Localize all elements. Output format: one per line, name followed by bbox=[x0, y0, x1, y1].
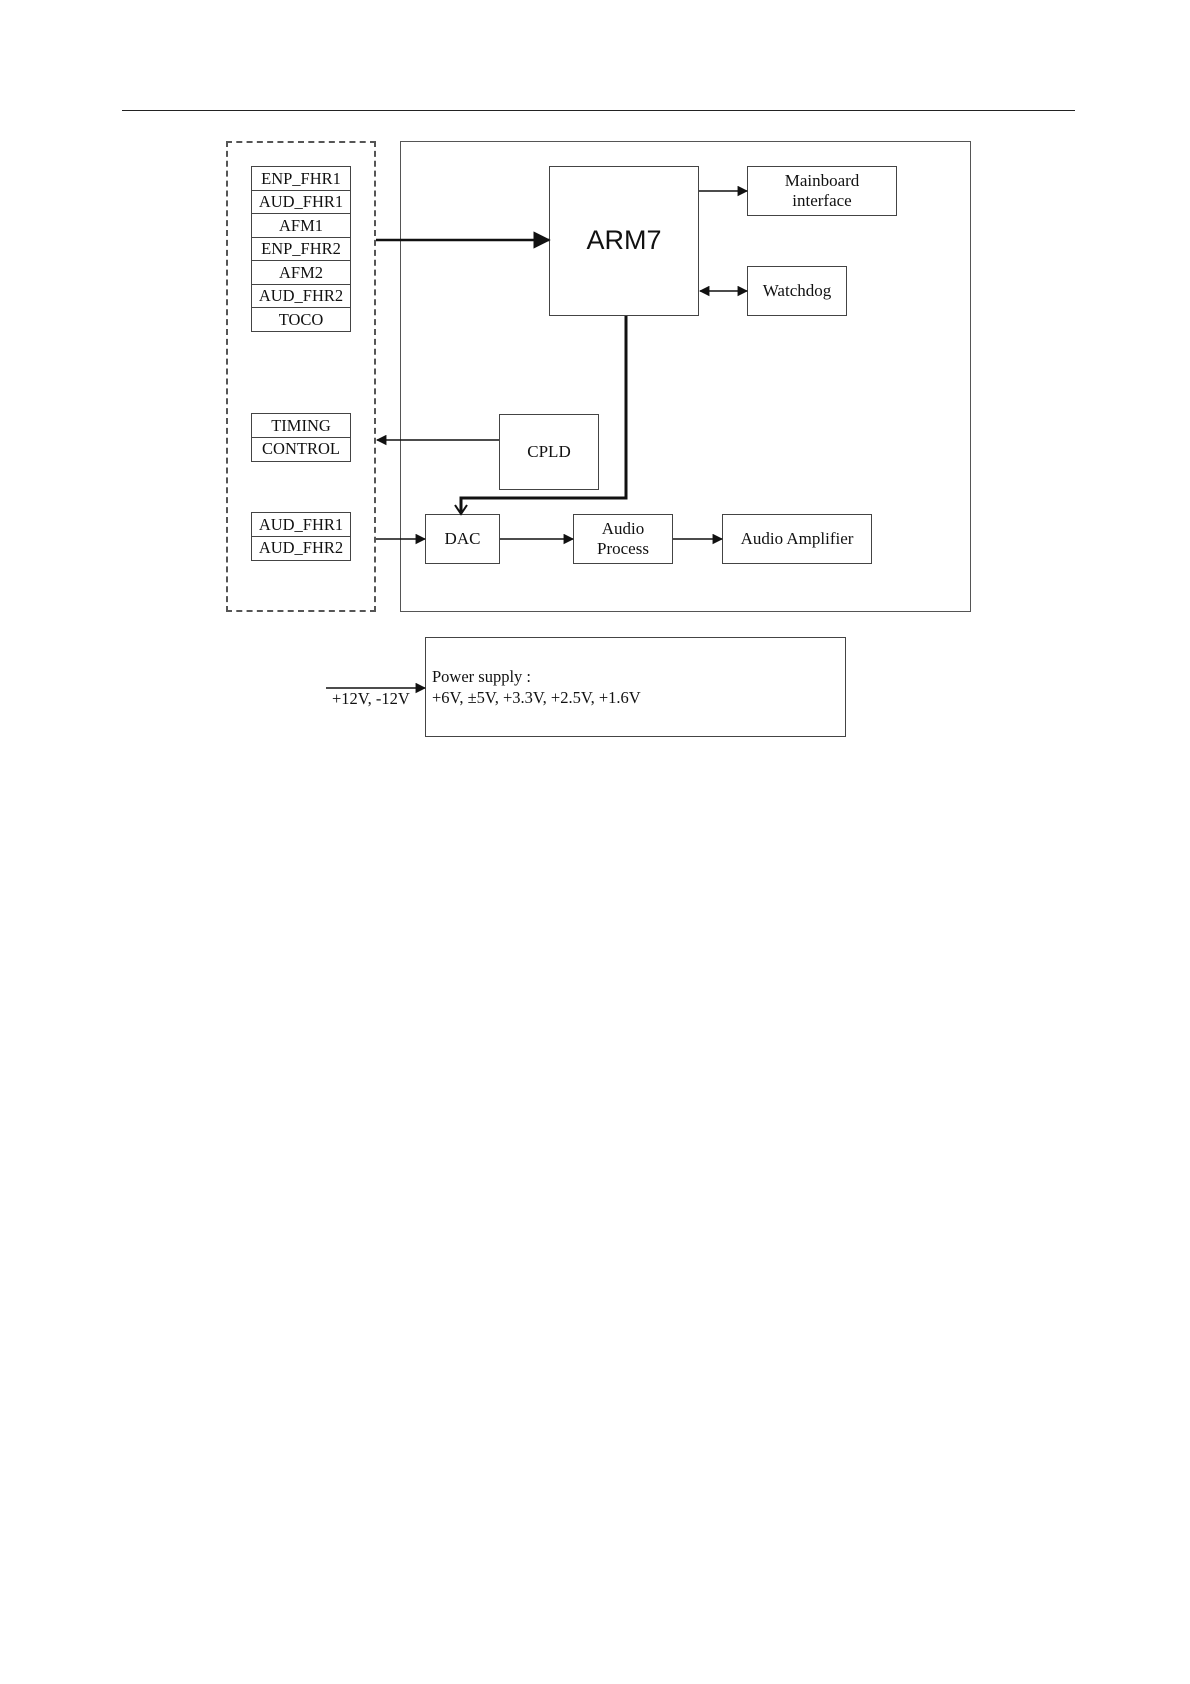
wire-arm7-to-dac bbox=[461, 316, 626, 512]
